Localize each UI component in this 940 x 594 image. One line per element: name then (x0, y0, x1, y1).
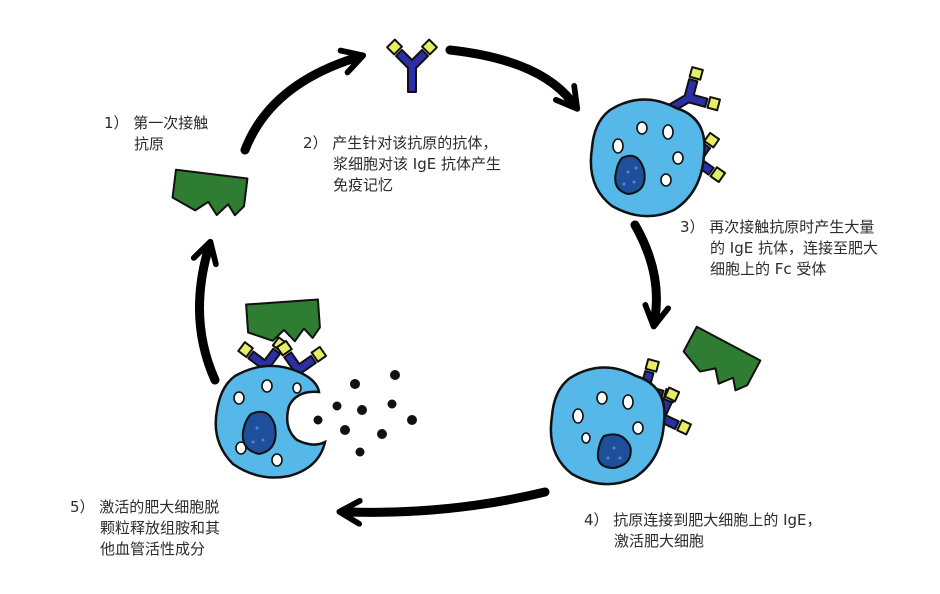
antigen-bound (677, 325, 762, 397)
arrow-1-to-2 (240, 47, 367, 155)
arrow-4-to-5 (336, 487, 550, 527)
step-1-label: 1） 第一次接触抗原 (104, 114, 209, 153)
step-3-label: 3） 再次接触抗原时产生大量的 IgE 抗体，连接至肥大细胞上的 Fc 受体 (680, 218, 878, 278)
arrow-5-to-1 (190, 238, 220, 385)
step-4-label: 4） 抗原连接到肥大细胞上的 IgE，激活肥大细胞 (584, 511, 822, 550)
mast-cell-activated (549, 325, 762, 486)
step-2-label: 2） 产生针对该抗原的抗体，浆细胞对该 IgE 抗体产生免疫记忆 (303, 134, 501, 194)
cycle-arrows (190, 45, 671, 527)
antigen-shape (170, 168, 249, 220)
mast-cell-sensitized (589, 62, 728, 218)
step-5-label: 5） 激活的肥大细胞脱颗粒释放组胺和其他血管活性成分 (70, 498, 221, 558)
mast-cell-degranulating (214, 298, 329, 479)
antigen-bound-5 (245, 298, 322, 346)
released-granules (313, 370, 417, 457)
arrow-2-to-3 (445, 45, 581, 112)
arrow-3-to-4 (630, 220, 671, 330)
antibody-ige (386, 38, 438, 93)
